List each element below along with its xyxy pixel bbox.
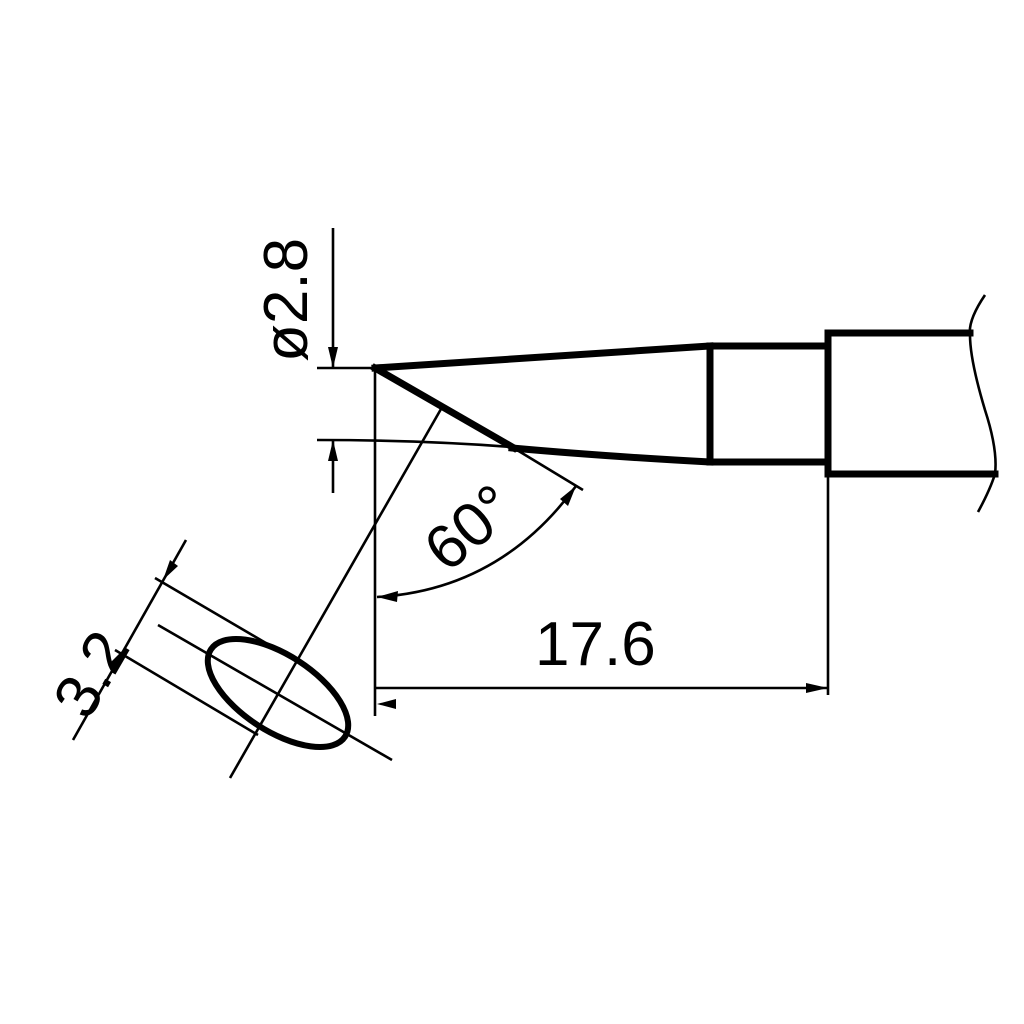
angle-label: 60°: [412, 472, 528, 585]
face-width-arrowhead-top: [163, 560, 178, 580]
angle-arc: [376, 485, 578, 599]
length-label: 17.6: [535, 610, 656, 679]
tip-top-profile: [371, 342, 714, 372]
arrowhead-up: [328, 440, 338, 461]
shank-section: [824, 329, 999, 478]
arrowhead-down: [328, 347, 338, 368]
angle-dimension: 60°: [376, 472, 578, 602]
tip-bottom-profile: [508, 444, 714, 466]
length-arrowhead-right: [806, 683, 828, 693]
bevel-face-section: 3.2: [40, 539, 393, 762]
tip-body: [370, 294, 999, 513]
bevel-cut-edge: [370, 363, 519, 453]
length-arrowhead-left: [377, 699, 396, 709]
bevel-normal-line: [228, 408, 443, 779]
face-width-extension-lower: [114, 648, 259, 737]
ellipse-major-axis: [157, 623, 393, 762]
diameter-label: ø2.8: [252, 238, 321, 362]
diameter-dimension: ø2.8: [252, 228, 338, 493]
diameter-extension-lower: [316, 438, 513, 449]
ring-section: [706, 342, 832, 466]
length-dimension: 17.6: [375, 610, 828, 709]
face-width-label: 3.2: [40, 620, 143, 729]
extension-lines: [228, 366, 830, 779]
bevel-extension-line: [511, 445, 584, 492]
face-width-extension-upper: [154, 576, 301, 665]
shank-break-line: [968, 294, 997, 513]
face-width-arrowhead-bottom: [108, 651, 122, 671]
angle-arrowhead-left: [377, 591, 398, 602]
angle-arrowhead-right: [560, 486, 576, 506]
